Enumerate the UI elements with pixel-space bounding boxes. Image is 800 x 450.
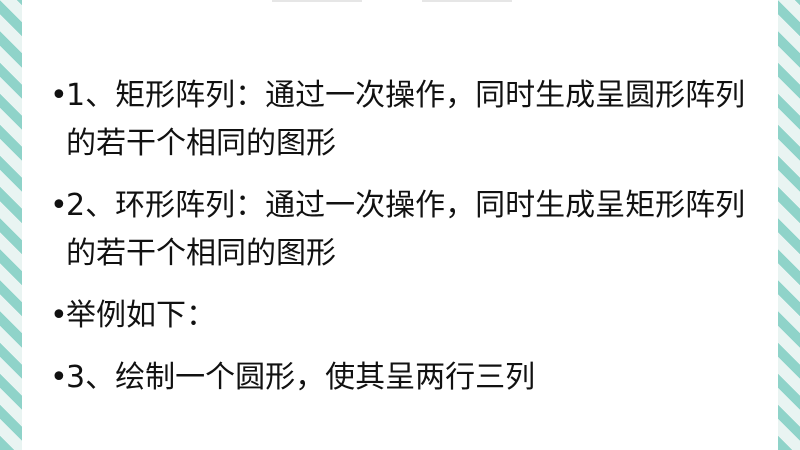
bullet-list: • 1、矩形阵列：通过一次操作，同时生成呈圆形阵列的若干个相同的图形 • 2、环…: [50, 72, 760, 416]
decorative-stripes-left: [0, 0, 22, 450]
bullet-item-4: • 3、绘制一个圆形，使其呈两行三列: [50, 354, 760, 402]
bullet-dot: •: [50, 78, 68, 113]
bullet-item-1: • 1、矩形阵列：通过一次操作，同时生成呈圆形阵列的若干个相同的图形: [50, 72, 760, 168]
bullet-item-2: • 2、环形阵列：通过一次操作，同时生成呈矩形阵列的若干个相同的图形: [50, 182, 760, 278]
bullet-text: 1、矩形阵列：通过一次操作，同时生成呈圆形阵列的若干个相同的图形: [66, 78, 746, 161]
bullet-item-3: • 举例如下：: [50, 292, 760, 340]
bullet-text: 2、环形阵列：通过一次操作，同时生成呈矩形阵列的若干个相同的图形: [66, 188, 746, 271]
bullet-dot: •: [50, 298, 68, 333]
top-decoration: [272, 0, 572, 4]
bullet-dot: •: [50, 188, 68, 223]
bullet-dot: •: [50, 360, 68, 395]
bullet-text: 举例如下：: [66, 298, 216, 333]
slide-canvas: • 1、矩形阵列：通过一次操作，同时生成呈圆形阵列的若干个相同的图形 • 2、环…: [22, 0, 778, 450]
decorative-stripes-right: [778, 0, 800, 450]
bullet-text: 3、绘制一个圆形，使其呈两行三列: [66, 360, 536, 395]
